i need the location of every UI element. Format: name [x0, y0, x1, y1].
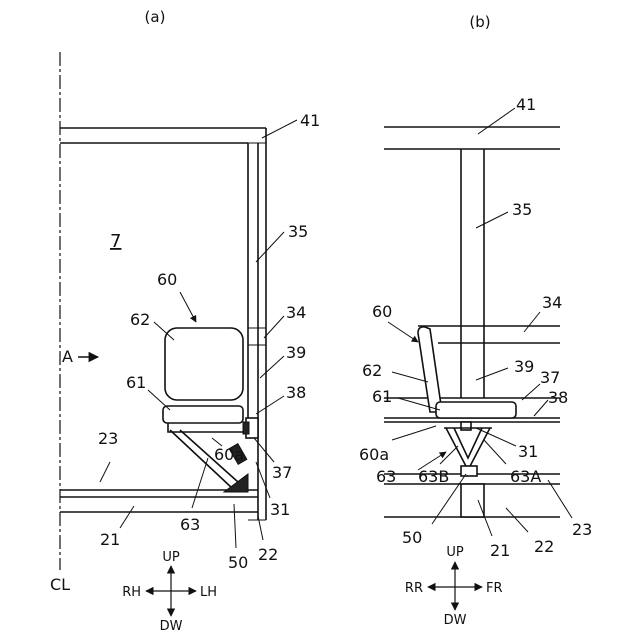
compass-b-up: UP	[446, 545, 464, 560]
label-61: 61	[126, 373, 146, 392]
label-b-63A: 63A	[510, 467, 541, 486]
leader-b-63B	[440, 446, 458, 464]
label-b-34: 34	[542, 293, 562, 312]
leader-b-62	[392, 372, 428, 382]
post-b-22	[461, 484, 484, 517]
label-b-62: 62	[362, 361, 382, 380]
label-b-39: 39	[514, 357, 534, 376]
leader-23	[100, 462, 110, 482]
label-b-41: 41	[516, 95, 536, 114]
leader-b-38	[534, 400, 548, 416]
label-7: 7	[110, 231, 121, 252]
label-38: 38	[286, 383, 306, 402]
label-arrow-a: A	[62, 347, 73, 366]
leader-b-22	[506, 508, 528, 532]
leader-b-60a	[392, 426, 436, 440]
leader-b-60	[388, 322, 418, 342]
panel-b: (b) 41 35 34 60	[359, 13, 592, 628]
compass-a-down: DW	[160, 619, 183, 634]
label-b-38: 38	[548, 388, 568, 407]
leader-37	[254, 438, 274, 462]
label-60a: 60a	[214, 445, 244, 464]
label-39: 39	[286, 343, 306, 362]
label-22: 22	[258, 545, 278, 564]
compass-b: UP DW RR FR	[405, 545, 503, 628]
leader-b-21	[478, 500, 492, 536]
label-b-63: 63	[376, 467, 396, 486]
label-b-50: 50	[402, 528, 422, 547]
seat-cushion-61	[163, 406, 243, 423]
compass-b-down: DW	[444, 613, 467, 628]
panel-a: (a) CL A	[50, 8, 320, 634]
label-cl: CL	[50, 575, 70, 594]
leader-b-34	[524, 312, 540, 332]
rail-38	[243, 422, 249, 434]
label-35: 35	[288, 222, 308, 241]
label-63: 63	[180, 515, 200, 534]
panel-b-caption: (b)	[469, 13, 490, 31]
seat-b-back	[418, 327, 442, 412]
label-b-60a: 60a	[359, 445, 389, 464]
compass-b-right: FR	[486, 581, 503, 596]
seat-b-foot	[461, 466, 477, 476]
leader-b-41	[478, 108, 515, 134]
label-b-23: 23	[572, 520, 592, 539]
compass-a: UP DW RH LH	[122, 550, 217, 634]
leader-60	[180, 292, 196, 322]
label-b-31: 31	[518, 442, 538, 461]
seat-b-cushion	[436, 402, 516, 418]
label-b-22: 22	[534, 537, 554, 556]
label-b-63B: 63B	[418, 467, 449, 486]
label-b-21: 21	[490, 541, 510, 560]
compass-a-right: LH	[200, 585, 217, 600]
leader-b-39	[476, 368, 508, 380]
label-21: 21	[100, 530, 120, 549]
leader-35	[256, 232, 284, 262]
seat-back-62	[165, 328, 243, 400]
label-31: 31	[270, 500, 290, 519]
leader-41	[262, 120, 297, 138]
leader-b-35	[476, 212, 508, 228]
label-34: 34	[286, 303, 306, 322]
label-50: 50	[228, 553, 248, 572]
label-23: 23	[98, 429, 118, 448]
seat-b-support	[444, 428, 492, 470]
compass-a-left: RH	[122, 585, 141, 600]
compass-a-up: UP	[162, 550, 180, 565]
leader-34	[264, 316, 284, 338]
label-b-60: 60	[372, 302, 392, 321]
leader-39	[260, 356, 284, 378]
leader-38	[256, 396, 284, 414]
leader-50	[234, 504, 236, 548]
leader-b-23	[548, 480, 572, 518]
label-b-37: 37	[540, 368, 560, 387]
label-62: 62	[130, 310, 150, 329]
leader-b-63A	[484, 440, 506, 464]
label-41: 41	[300, 111, 320, 130]
label-b-61: 61	[372, 387, 392, 406]
leader-21	[120, 506, 134, 528]
panel-a-caption: (a)	[145, 8, 166, 26]
compass-b-left: RR	[405, 581, 423, 596]
label-60: 60	[157, 270, 177, 289]
label-37: 37	[272, 463, 292, 482]
label-b-35: 35	[512, 200, 532, 219]
leader-63	[192, 458, 208, 508]
